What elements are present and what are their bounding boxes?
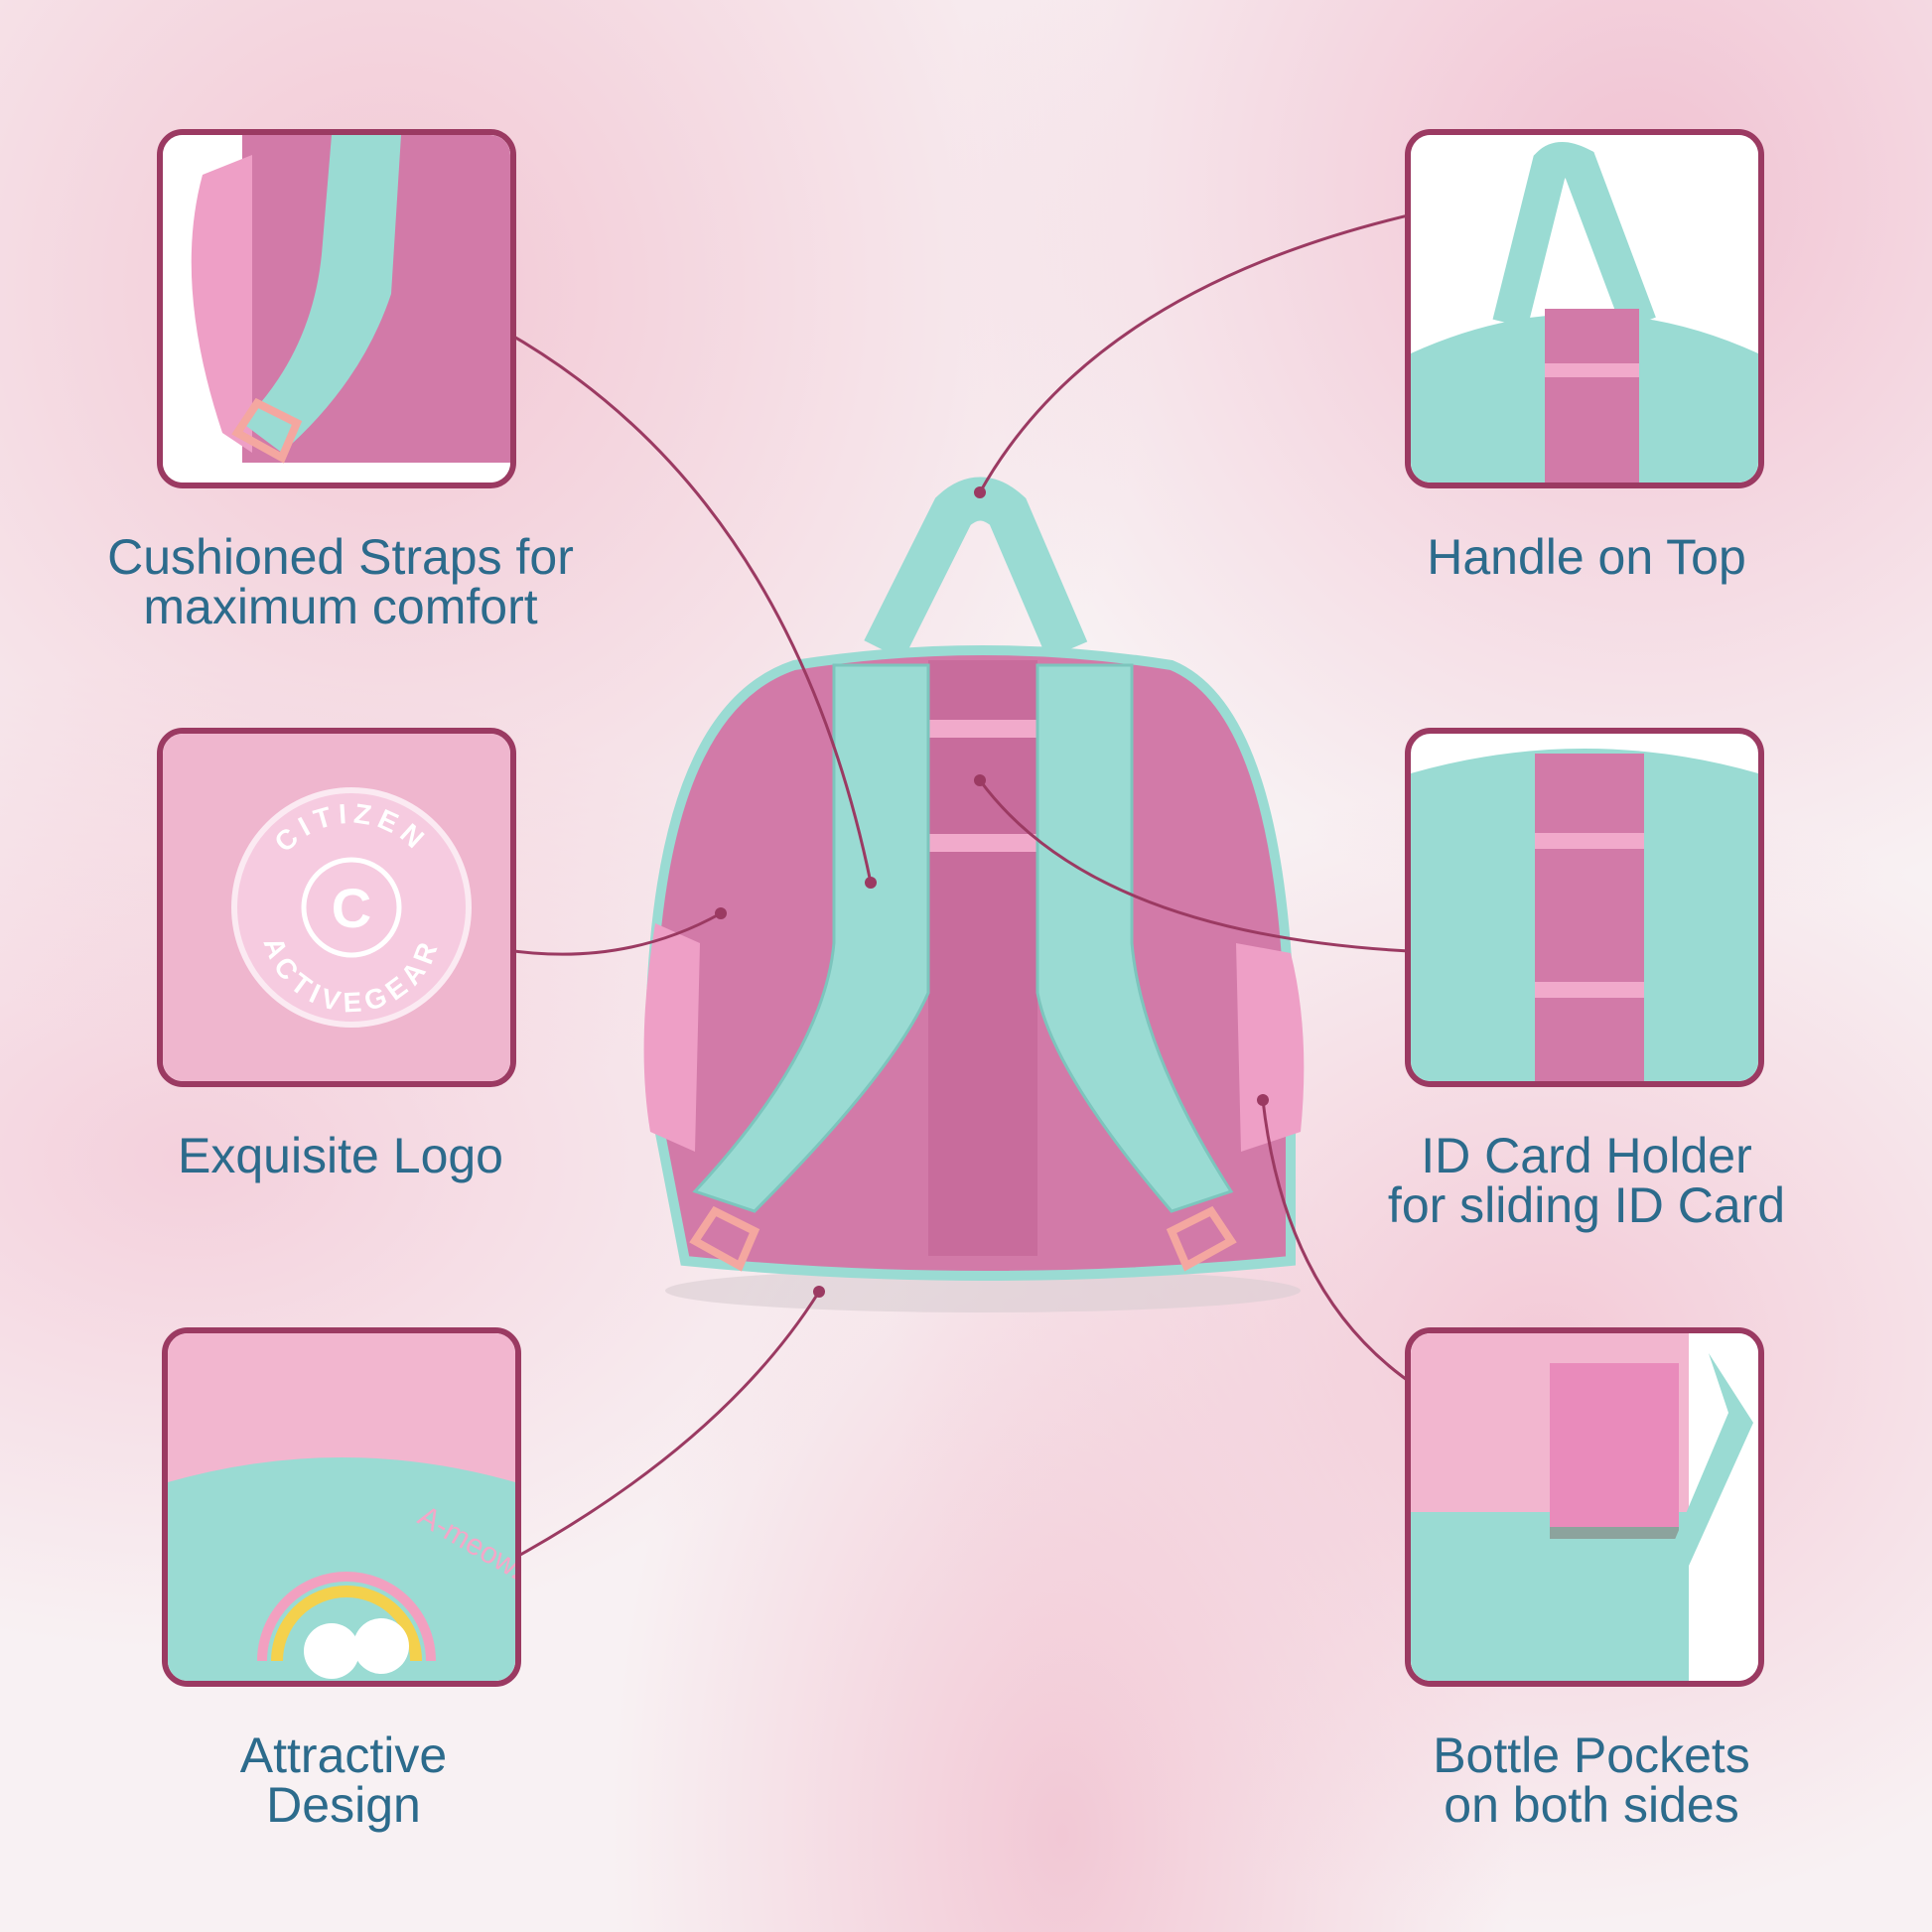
feature-label-handle: Handle on Top: [1328, 532, 1845, 582]
feature-image-design: A-meowzing: [162, 1327, 521, 1687]
label-line: ID Card Holder: [1421, 1128, 1752, 1183]
feature-image-straps: [157, 129, 516, 488]
label-line: maximum comfort: [143, 579, 538, 634]
label-line: for sliding ID Card: [1387, 1177, 1786, 1233]
feature-image-logo: C CITIZEN ACTIVEGEAR: [157, 728, 516, 1087]
label-line: Bottle Pockets: [1433, 1727, 1750, 1783]
id-card-slot: [928, 660, 1037, 1256]
top-handle: [864, 477, 1088, 660]
label-line: Attractive: [239, 1727, 448, 1783]
feature-label-id-card: ID Card Holder for sliding ID Card: [1328, 1131, 1845, 1230]
feature-image-handle: [1405, 129, 1764, 488]
label-line: on both sides: [1444, 1777, 1739, 1833]
right-strap: [1035, 663, 1234, 1213]
feature-image-bottle-pockets: [1405, 1327, 1764, 1687]
feature-label-straps: Cushioned Straps for maximum comfort: [82, 532, 599, 631]
feature-label-design: Attractive Design: [85, 1730, 602, 1830]
feature-image-id-card: [1405, 728, 1764, 1087]
left-strap: [692, 663, 930, 1213]
feature-label-bottle-pockets: Bottle Pockets on both sides: [1333, 1730, 1850, 1830]
label-line: Handle on Top: [1427, 529, 1746, 585]
label-line: Design: [266, 1777, 421, 1833]
svg-text:C: C: [332, 877, 371, 939]
label-line: Exquisite Logo: [177, 1128, 503, 1183]
brand-logo-patch: C CITIZEN ACTIVEGEAR: [163, 734, 510, 1081]
feature-label-logo: Exquisite Logo: [82, 1131, 599, 1180]
label-line: Cushioned Straps for: [107, 529, 574, 585]
